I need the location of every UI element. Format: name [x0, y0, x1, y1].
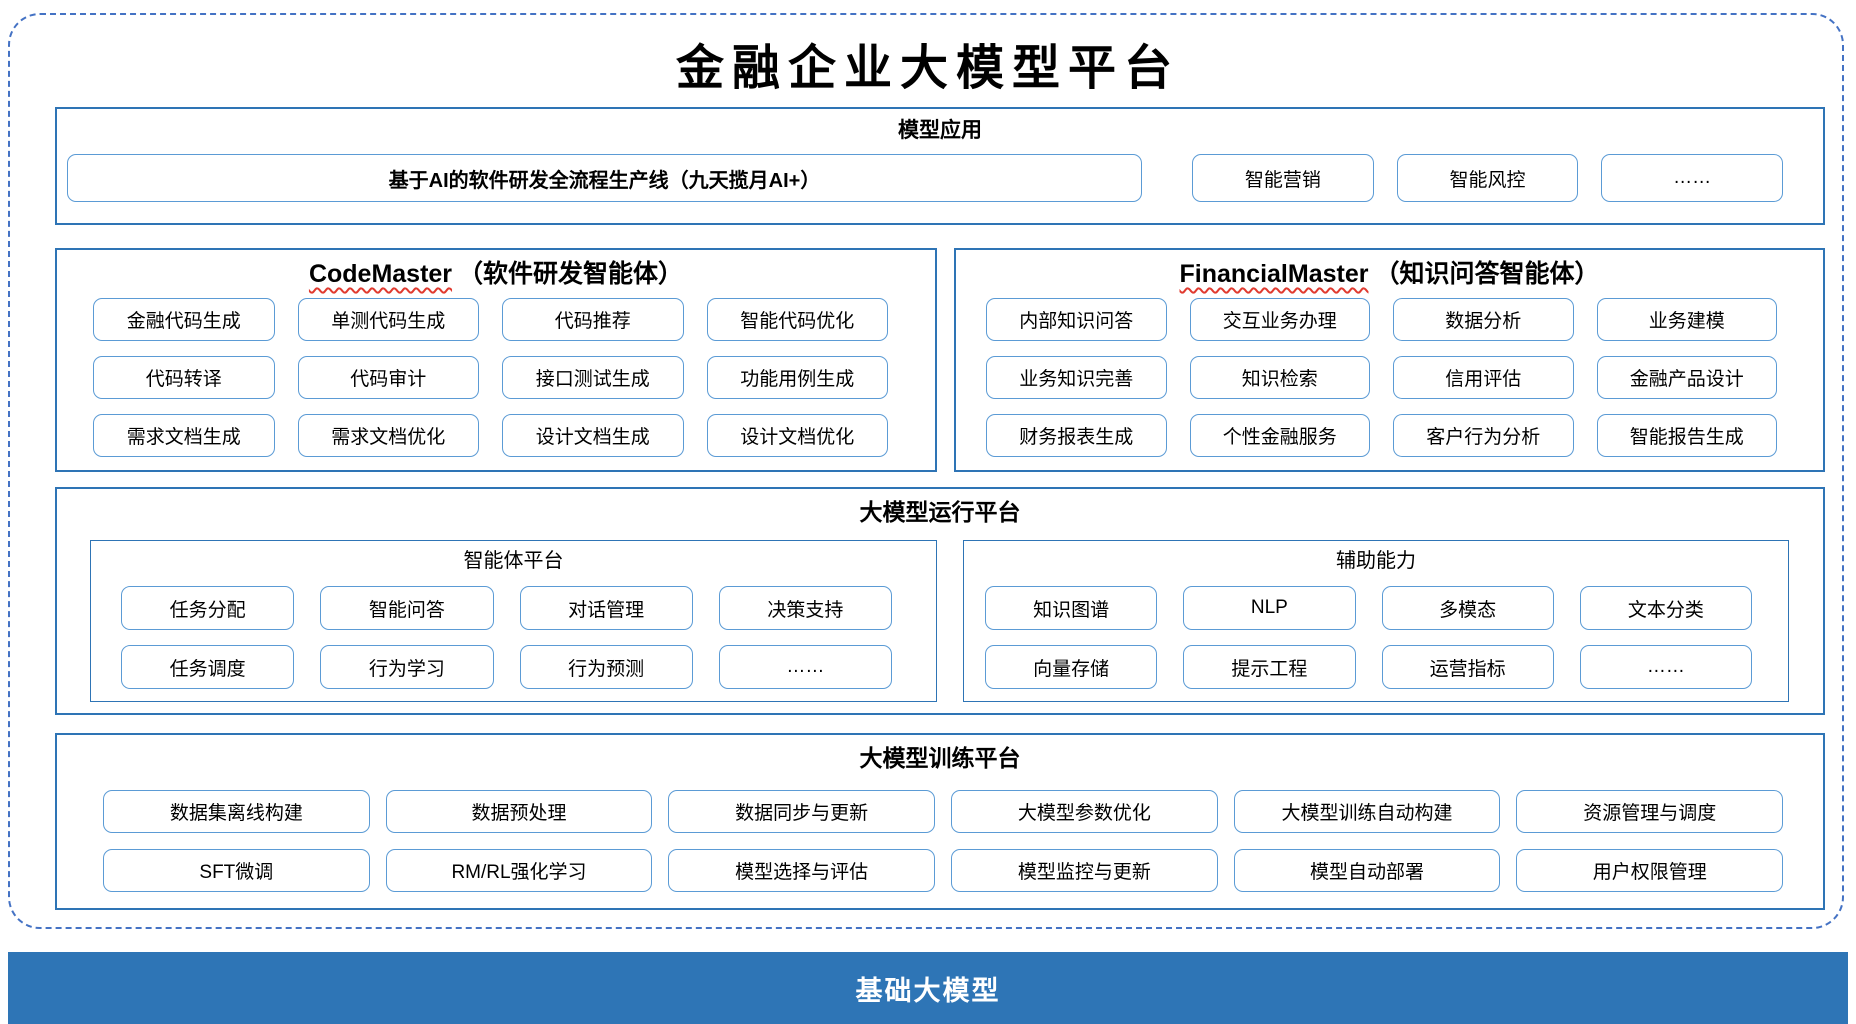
code-master-title-en: CodeMaster	[308, 260, 453, 288]
capability-box-ellipsis: ……	[718, 645, 892, 689]
capability-box: 代码推荐	[502, 298, 684, 341]
capability-box: 交互业务办理	[1189, 298, 1370, 341]
code-master-title-zh: （软件研发智能体）	[458, 260, 684, 288]
capability-box: 资源管理与调度	[1516, 790, 1784, 833]
training-row: SFT微调 RM/RL强化学习 模型选择与评估 模型监控与更新 模型自动部署 用…	[57, 849, 1823, 892]
capability-box: 任务调度	[121, 645, 295, 689]
agent-platform-row: 任务分配 智能问答 对话管理 决策支持	[91, 586, 936, 630]
code-master-row: 代码转译 代码审计 接口测试生成 功能用例生成	[57, 356, 935, 399]
capability-box: 接口测试生成	[502, 356, 684, 399]
capability-box: 知识检索	[1189, 356, 1370, 399]
capability-box: 数据分析	[1393, 298, 1574, 341]
capability-box: 需求文档优化	[297, 414, 479, 457]
app-box: 智能营销	[1192, 154, 1374, 202]
code-master-row: 金融代码生成 单测代码生成 代码推荐 智能代码优化	[57, 298, 935, 341]
capability-box: 对话管理	[519, 586, 693, 630]
capability-box: 运营指标	[1381, 645, 1554, 689]
capability-box: 智能问答	[320, 586, 494, 630]
aux-ability-row: 向量存储 提示工程 运营指标 ……	[964, 645, 1788, 689]
capability-box: 行为学习	[320, 645, 494, 689]
capability-box: 提示工程	[1183, 645, 1356, 689]
capability-box: 大模型训练自动构建	[1233, 790, 1501, 833]
capability-box: 财务报表生成	[986, 414, 1167, 457]
section-runtime-platform: 大模型运行平台 智能体平台 任务分配 智能问答 对话管理 决策支持 任务调度 行…	[55, 487, 1825, 715]
capability-box: 个性金融服务	[1189, 414, 1370, 457]
capability-box: 金融代码生成	[93, 298, 275, 341]
training-row: 数据集离线构建 数据预处理 数据同步与更新 大模型参数优化 大模型训练自动构建 …	[57, 790, 1823, 833]
capability-box: SFT微调	[103, 849, 370, 892]
capability-box: 大模型参数优化	[951, 790, 1218, 833]
financial-master-title-zh: （知识问答智能体）	[1374, 260, 1600, 288]
capability-box: 业务知识完善	[986, 356, 1167, 399]
section-financial-master: FinancialMaster（知识问答智能体） 内部知识问答 交互业务办理 数…	[954, 248, 1825, 472]
app-box-ellipsis: ……	[1601, 154, 1784, 202]
financial-master-title: FinancialMaster（知识问答智能体）	[956, 250, 1823, 291]
subsection-agent-platform: 智能体平台 任务分配 智能问答 对话管理 决策支持 任务调度 行为学习 行为预测…	[90, 540, 937, 702]
outer-dashed-border	[8, 13, 1844, 929]
model-app-row: 基于AI的软件研发全流程生产线（九天揽月AI+） 智能营销 智能风控 ……	[57, 145, 1823, 202]
aux-ability-row: 知识图谱 NLP 多模态 文本分类	[964, 586, 1788, 630]
capability-box: 文本分类	[1579, 586, 1752, 630]
capability-box: 设计文档生成	[502, 414, 684, 457]
capability-box: 数据预处理	[385, 790, 653, 833]
capability-box: 需求文档生成	[93, 414, 275, 457]
capability-box: 单测代码生成	[297, 298, 479, 341]
capability-box: 设计文档优化	[706, 414, 888, 457]
financial-master-row: 财务报表生成 个性金融服务 客户行为分析 智能报告生成	[956, 414, 1823, 457]
capability-box: 内部知识问答	[986, 298, 1167, 341]
capability-box: 代码转译	[93, 356, 275, 399]
capability-box: 智能报告生成	[1596, 414, 1777, 457]
subsection-title: 辅助能力	[1336, 550, 1416, 572]
subsection-title: 智能体平台	[463, 550, 564, 572]
section-header: 模型应用	[898, 119, 982, 142]
capability-box: 数据同步与更新	[668, 790, 936, 833]
section-header: 大模型训练平台	[859, 745, 1021, 771]
financial-master-row: 业务知识完善 知识检索 信用评估 金融产品设计	[956, 356, 1823, 399]
page-title: 金融企业大模型平台	[675, 40, 1180, 96]
app-box: 智能风控	[1396, 154, 1579, 202]
capability-box: 模型监控与更新	[951, 849, 1218, 892]
capability-box: 向量存储	[985, 645, 1158, 689]
section-training-platform: 大模型训练平台 数据集离线构建 数据预处理 数据同步与更新 大模型参数优化 大模…	[55, 733, 1825, 910]
capability-box: 金融产品设计	[1596, 356, 1777, 399]
capability-box: 代码审计	[297, 356, 479, 399]
capability-box: 模型自动部署	[1233, 849, 1501, 892]
capability-box: 信用评估	[1393, 356, 1574, 399]
section-code-master: CodeMaster（软件研发智能体） 金融代码生成 单测代码生成 代码推荐 智…	[55, 248, 937, 472]
base-model-banner: 基础大模型	[8, 952, 1848, 1024]
capability-box: 模型选择与评估	[668, 849, 936, 892]
capability-box: 知识图谱	[985, 586, 1158, 630]
capability-box: 用户权限管理	[1516, 849, 1784, 892]
capability-box: 智能代码优化	[706, 298, 888, 341]
agent-platform-row: 任务调度 行为学习 行为预测 ……	[91, 645, 936, 689]
capability-box: 多模态	[1381, 586, 1554, 630]
capability-box-ellipsis: ……	[1579, 645, 1752, 689]
section-model-applications: 模型应用 基于AI的软件研发全流程生产线（九天揽月AI+） 智能营销 智能风控 …	[55, 107, 1825, 225]
capability-box: 功能用例生成	[706, 356, 888, 399]
app-box-production-line: 基于AI的软件研发全流程生产线（九天揽月AI+）	[67, 154, 1142, 202]
section-header: 大模型运行平台	[859, 499, 1021, 525]
code-master-row: 需求文档生成 需求文档优化 设计文档生成 设计文档优化	[57, 414, 935, 457]
capability-box: 决策支持	[718, 586, 892, 630]
capability-box: 业务建模	[1596, 298, 1777, 341]
financial-master-title-en: FinancialMaster	[1179, 260, 1369, 288]
capability-box: 客户行为分析	[1393, 414, 1574, 457]
capability-box: 行为预测	[519, 645, 693, 689]
code-master-title: CodeMaster（软件研发智能体）	[57, 250, 935, 291]
capability-box: RM/RL强化学习	[385, 849, 653, 892]
capability-box: NLP	[1183, 586, 1356, 630]
subsection-aux-ability: 辅助能力 知识图谱 NLP 多模态 文本分类 向量存储 提示工程 运营指标 ……	[963, 540, 1789, 702]
capability-box: 任务分配	[121, 586, 295, 630]
capability-box: 数据集离线构建	[103, 790, 370, 833]
financial-master-row: 内部知识问答 交互业务办理 数据分析 业务建模	[956, 298, 1823, 341]
